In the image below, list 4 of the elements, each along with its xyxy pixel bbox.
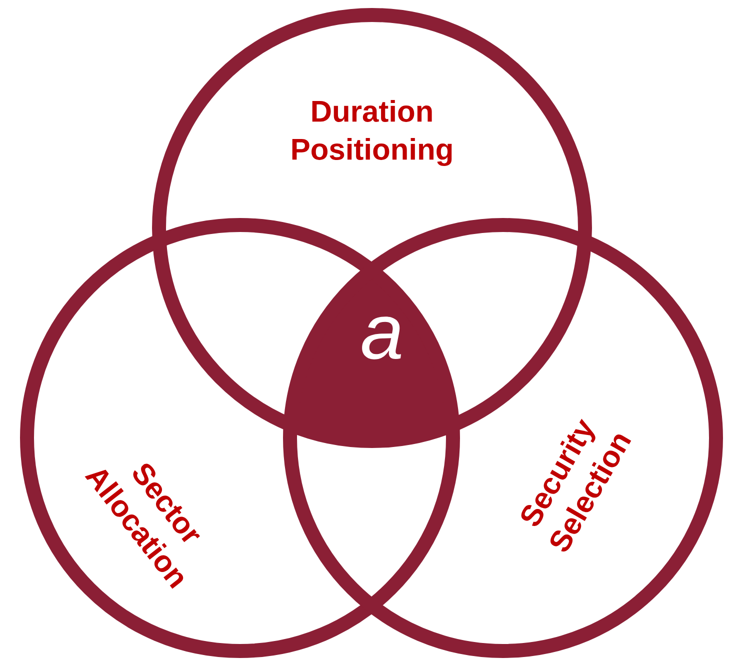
venn-circle xyxy=(283,218,723,658)
node-label: a xyxy=(362,316,402,360)
circle-label: Duration Positioning xyxy=(292,100,452,166)
venn-circle xyxy=(20,218,460,658)
